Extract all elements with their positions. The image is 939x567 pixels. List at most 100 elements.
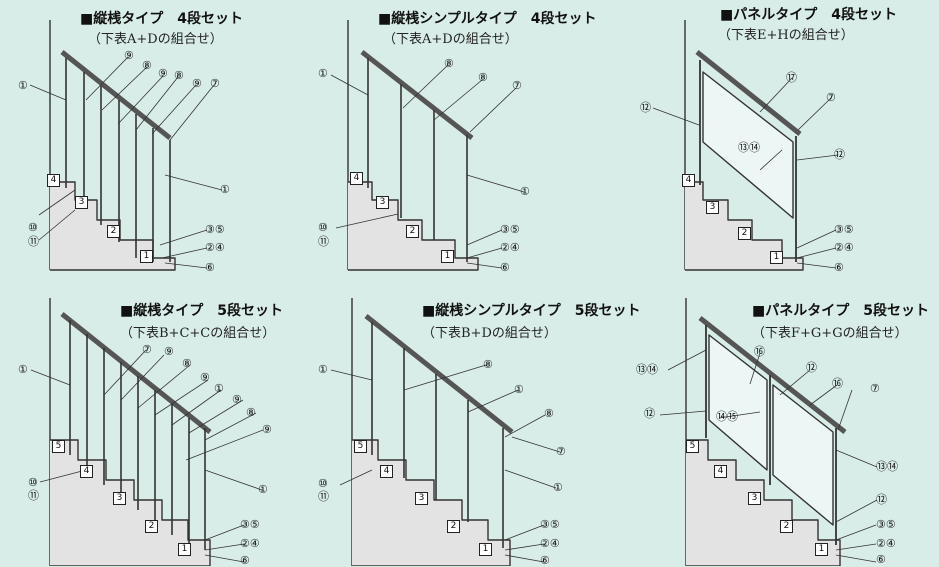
part-label: ① [514, 383, 524, 396]
part-label: ⑫ [640, 101, 651, 114]
part-label: ⑬⑭ [876, 460, 898, 473]
part-label: ⑥ [540, 554, 550, 567]
step-number: 2 [780, 520, 793, 533]
part-label: ① [318, 67, 328, 80]
part-label: ②④ [834, 241, 854, 254]
part-label: ③⑤ [240, 518, 260, 531]
part-label: ⑥ [205, 261, 215, 274]
part-label: ⑧ [246, 406, 256, 419]
part-label: ③⑤ [540, 518, 560, 531]
part-label: ⑨ [158, 67, 168, 80]
step-number: 4 [350, 172, 363, 185]
step-number: 2 [107, 225, 120, 238]
part-label: ②④ [540, 537, 560, 550]
part-label: ②④ [500, 241, 520, 254]
part-label: ⑨ [200, 371, 210, 384]
step-number: 4 [47, 174, 60, 187]
part-label: ⑩ [28, 476, 38, 489]
part-label: ① [18, 363, 28, 376]
step-number: 5 [52, 440, 65, 453]
panel-5-title: ■縦桟シンプルタイプ 5段セット [422, 303, 641, 319]
part-label: ③⑤ [834, 223, 854, 236]
part-label: ⑥ [876, 553, 886, 566]
part-label: ① [214, 382, 224, 395]
part-label: ⑦ [142, 343, 152, 356]
part-label: ⑥ [500, 261, 510, 274]
part-label: ⑨ [124, 49, 134, 62]
part-label: ⑰ [786, 71, 797, 84]
part-label: ⑨ [164, 345, 174, 358]
part-label: ⑧ [444, 57, 454, 70]
step-number: 3 [748, 492, 761, 505]
panel-5-subtitle: （下表B+Dの組合せ） [422, 326, 557, 341]
part-label: ⑨ [192, 77, 202, 90]
part-label: ⑧ [182, 357, 192, 370]
part-label: ⑦ [512, 79, 522, 92]
part-label: ⑪ [318, 235, 329, 248]
step-number: 1 [815, 543, 828, 556]
part-label: ⑦ [826, 91, 836, 104]
part-label: ⑬⑭ [636, 363, 658, 376]
panel-6-title: ■パネルタイプ 5段セット [752, 303, 929, 319]
panel-1-title: ■縦桟タイプ 4段セット [80, 11, 243, 27]
part-label: ⑬⑭ [738, 141, 760, 154]
step-number: 3 [415, 492, 428, 505]
part-label: ②④ [876, 537, 896, 550]
part-label: ②④ [205, 241, 225, 254]
part-label: ⑫ [876, 493, 887, 506]
step-number: 1 [770, 251, 783, 264]
part-label: ⑯ [832, 377, 843, 390]
step-number: 4 [714, 465, 727, 478]
step-number: 3 [376, 196, 389, 209]
part-label: ⑪ [318, 490, 329, 503]
part-label: ⑫ [806, 361, 817, 374]
part-label: ⑦ [870, 382, 880, 395]
part-label: ⑨ [232, 393, 242, 406]
part-label: ⑫ [834, 148, 845, 161]
part-label: ③⑤ [205, 223, 225, 236]
part-label: ⑪ [28, 489, 39, 502]
part-label: ③⑤ [500, 223, 520, 236]
part-label: ⑨ [262, 423, 272, 436]
part-label: ⑩ [318, 221, 328, 234]
part-label: ① [258, 483, 268, 496]
part-label: ⑧ [174, 69, 184, 82]
part-label: ③⑤ [876, 518, 896, 531]
part-label: ⑩ [318, 477, 328, 490]
part-label: ⑥ [834, 261, 844, 274]
step-number: 2 [447, 520, 460, 533]
panel-6-subtitle: （下表F+G+Gの組合せ） [752, 326, 908, 341]
step-number: 4 [380, 465, 393, 478]
step-number: 3 [706, 201, 719, 214]
step-number: 5 [686, 440, 699, 453]
part-label: ⑫ [644, 407, 655, 420]
part-label: ⑧ [142, 59, 152, 72]
part-label: ⑥ [240, 554, 250, 567]
part-label: ① [220, 183, 230, 196]
step-number: 2 [406, 225, 419, 238]
step-number: 3 [75, 196, 88, 209]
part-label: ① [18, 79, 28, 92]
part-label: ⑧ [483, 358, 493, 371]
panel-4-title: ■縦桟タイプ 5段セット [120, 303, 283, 319]
part-label: ②④ [240, 537, 260, 550]
step-number: 3 [113, 492, 126, 505]
step-number: 2 [738, 227, 751, 240]
part-label: ① [553, 481, 563, 494]
panel-2-title: ■縦桟シンプルタイプ 4段セット [378, 11, 597, 27]
panel-1-subtitle: （下表A+Dの組合せ） [88, 32, 223, 47]
step-number: 1 [140, 250, 153, 263]
step-number: 1 [441, 250, 454, 263]
part-label: ⑪ [28, 235, 39, 248]
step-number: 4 [80, 465, 93, 478]
step-number: 4 [682, 174, 695, 187]
part-label: ⑧ [478, 71, 488, 84]
leader-lines [29, 56, 878, 563]
part-label: ⑩ [28, 221, 38, 234]
part-label: ⑦ [556, 445, 566, 458]
step-number: 5 [354, 440, 367, 453]
panel-3-title: ■パネルタイプ 4段セット [720, 7, 897, 23]
part-label: ① [520, 185, 530, 198]
